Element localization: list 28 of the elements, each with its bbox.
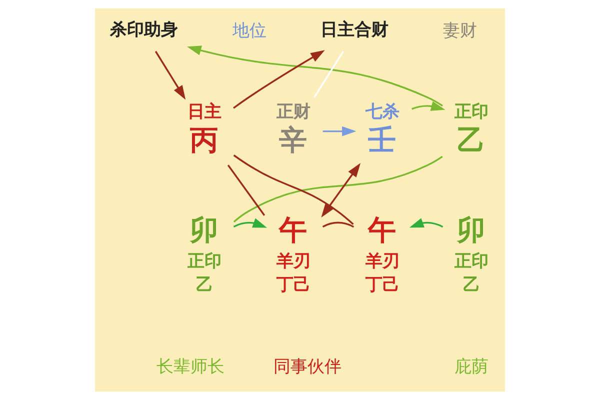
connector (233, 156, 443, 222)
arrow (321, 163, 361, 218)
arrow (233, 50, 325, 109)
label: 庇荫 (454, 357, 489, 378)
connector (322, 222, 354, 228)
node-text: 正印 乙 (454, 102, 489, 156)
node-text: 七杀 壬 (365, 102, 400, 156)
node-text: 午 羊刃 丁己 (276, 213, 310, 295)
node-text: 正财 辛 (276, 102, 310, 156)
node-text: 日主合财 (320, 20, 388, 40)
arrow (412, 101, 446, 111)
label: 同事伙伴 (274, 357, 342, 378)
node-text: 卯 正印 乙 (187, 213, 222, 295)
node-text: 卯 正印 乙 (454, 213, 489, 295)
label: 妻财 (442, 21, 477, 42)
arrow (154, 50, 186, 100)
node-text: 杀印助身 (110, 20, 178, 40)
arrow (233, 218, 268, 228)
label: 长辈师长 (156, 357, 225, 378)
connector (227, 164, 266, 216)
node-text: 午 羊刃 丁己 (365, 213, 400, 295)
node-text: 日主 丙 (187, 102, 222, 156)
label: 地位 (232, 21, 267, 42)
arrow (187, 46, 443, 107)
connector (313, 50, 344, 98)
connector (233, 154, 354, 225)
arrow (322, 126, 356, 136)
arrow (409, 218, 444, 228)
